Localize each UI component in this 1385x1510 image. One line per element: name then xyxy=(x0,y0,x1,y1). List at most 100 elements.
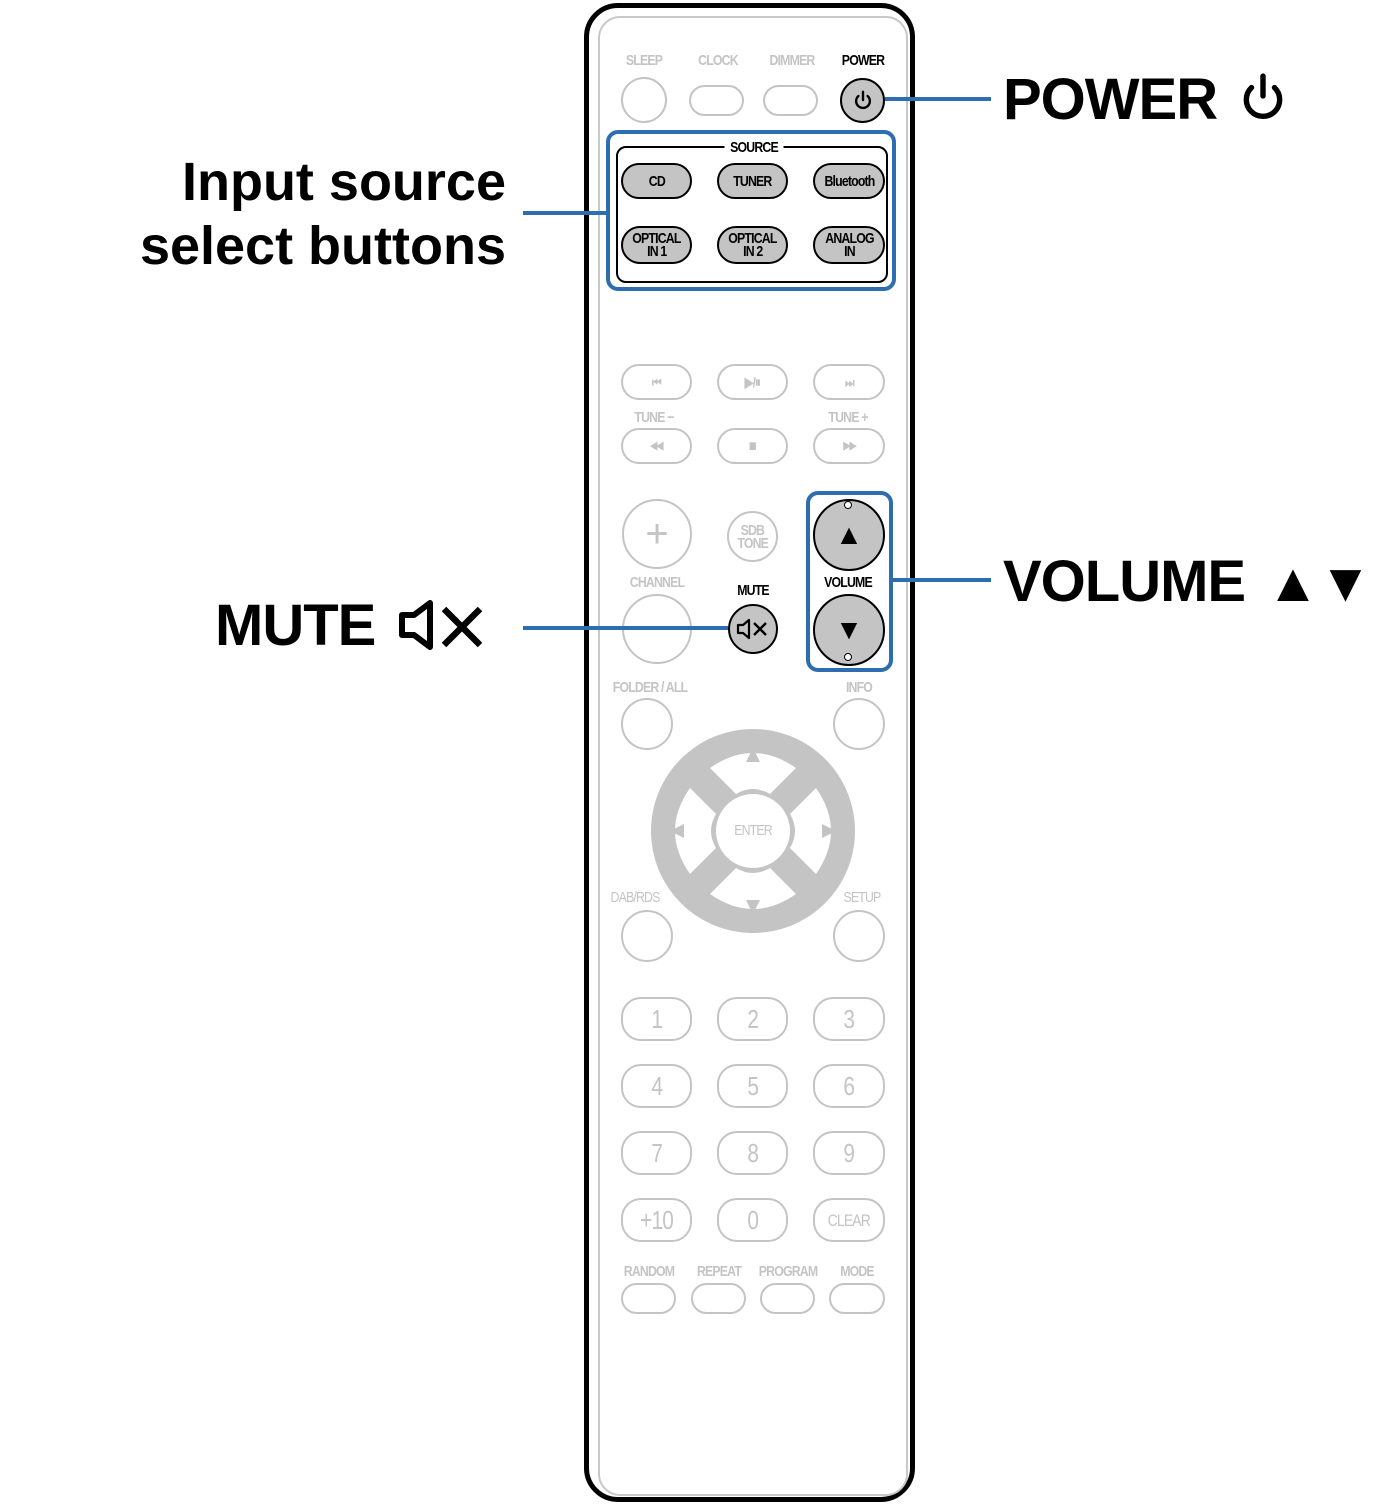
sleep-button[interactable] xyxy=(621,77,667,123)
source-highlight-box xyxy=(606,130,896,291)
mute-leader-line xyxy=(523,626,728,630)
power-label: POWER xyxy=(841,52,885,69)
dimmer-button[interactable] xyxy=(763,85,818,116)
keypad-7-label: 7 xyxy=(651,1138,663,1168)
setup-label: SETUP xyxy=(843,889,882,906)
nav-left-icon xyxy=(670,824,684,838)
keypad-5-label: 5 xyxy=(747,1071,759,1101)
input-source-callout-line1: Input source xyxy=(181,152,506,212)
dpad[interactable] xyxy=(650,728,856,934)
random-label: RANDOM xyxy=(623,1263,675,1280)
mode-button[interactable] xyxy=(829,1283,885,1314)
triangle-up-icon: ▲ xyxy=(835,519,863,550)
clock-button[interactable] xyxy=(689,85,744,116)
skip-back-icon: ⏮ xyxy=(652,374,662,390)
clear-button[interactable]: CLEAR xyxy=(813,1198,885,1242)
volume-up-button[interactable]: ▲ xyxy=(813,499,885,571)
channel-label: CHANNEL xyxy=(629,574,685,591)
next-track-button[interactable]: ⏭ xyxy=(813,364,885,400)
keypad-1-label: 1 xyxy=(651,1004,663,1034)
triangle-down-icon: ▼ xyxy=(835,614,863,645)
keypad-3-label: 3 xyxy=(843,1004,856,1034)
sdb-label: SDB xyxy=(740,521,765,539)
source-tuner-label: TUNER xyxy=(733,172,772,190)
keypad-3-button[interactable]: 3 xyxy=(813,997,885,1041)
keypad-0-button[interactable]: 0 xyxy=(717,1198,788,1242)
input-source-callout-line2: select buttons xyxy=(139,216,506,276)
tune-minus-label: TUNE − xyxy=(634,409,674,426)
repeat-button[interactable] xyxy=(691,1283,746,1314)
tune-plus-label: TUNE + xyxy=(828,409,868,426)
power-leader-line xyxy=(885,97,991,101)
dpad-left-segment xyxy=(675,788,716,874)
keypad-6-label: 6 xyxy=(843,1071,856,1101)
keypad-7-button[interactable]: 7 xyxy=(621,1131,692,1175)
keypad-4-label: 4 xyxy=(651,1071,663,1101)
fast-forward-icon: ▶▶ xyxy=(842,439,856,452)
previous-track-button[interactable]: ⏮ xyxy=(621,364,692,400)
keypad-plus10-button[interactable]: +10 xyxy=(621,1198,692,1242)
input-source-leader-line xyxy=(523,211,606,215)
folder-all-label: FOLDER / ALL xyxy=(612,679,688,696)
program-button[interactable] xyxy=(760,1283,815,1314)
nav-down-icon xyxy=(746,900,760,914)
volume-leader-line xyxy=(893,578,991,582)
info-button[interactable] xyxy=(833,698,885,750)
speaker-mute-icon xyxy=(736,618,767,640)
keypad-8-label: 8 xyxy=(747,1138,759,1168)
repeat-label: REPEAT xyxy=(696,1263,742,1280)
enter-button[interactable]: ENTER xyxy=(734,822,772,839)
program-label: PROGRAM xyxy=(758,1263,818,1280)
sdb-tone-button[interactable]: SDB TONE xyxy=(727,511,778,562)
plus-icon: + xyxy=(645,512,669,556)
dpad-up-segment xyxy=(710,753,796,794)
mute-callout: MUTE xyxy=(215,592,488,660)
keypad-5-button[interactable]: 5 xyxy=(717,1064,788,1108)
stop-icon: ■ xyxy=(748,437,757,455)
analog-in-line2: IN xyxy=(843,243,855,260)
rewind-icon: ◀◀ xyxy=(650,439,663,452)
volume-up-down-icon: ▲▼ xyxy=(1266,553,1372,613)
source-header: SOURCE xyxy=(724,139,784,156)
fast-forward-button[interactable]: ▶▶ xyxy=(813,428,885,464)
dpad-right-segment xyxy=(790,788,831,874)
keypad-6-button[interactable]: 6 xyxy=(813,1064,885,1108)
clock-label: CLOCK xyxy=(698,52,738,69)
info-label: INFO xyxy=(845,679,873,696)
play-pause-button[interactable]: ▶/⏸ xyxy=(717,364,788,400)
play-pause-icon: ▶/⏸ xyxy=(744,373,761,390)
power-button[interactable] xyxy=(840,78,885,123)
source-bluetooth-button[interactable]: Bluetooth xyxy=(813,163,885,199)
sleep-label: SLEEP xyxy=(625,52,663,69)
source-optical-in1-button[interactable]: OPTICAL IN 1 xyxy=(621,226,692,264)
channel-plus-button[interactable]: + xyxy=(622,499,692,569)
source-tuner-button[interactable]: TUNER xyxy=(717,163,788,199)
stop-button[interactable]: ■ xyxy=(717,428,788,464)
keypad-4-button[interactable]: 4 xyxy=(621,1064,692,1108)
keypad-2-button[interactable]: 2 xyxy=(717,997,788,1041)
keypad-1-button[interactable]: 1 xyxy=(621,997,692,1041)
nav-up-icon xyxy=(746,748,760,762)
keypad-9-button[interactable]: 9 xyxy=(813,1131,885,1175)
folder-all-button[interactable] xyxy=(621,698,673,750)
volume-down-dot-icon xyxy=(844,653,852,661)
source-optical-in2-button[interactable]: OPTICAL IN 2 xyxy=(717,226,788,264)
speaker-mute-icon xyxy=(399,600,483,650)
clear-label: CLEAR xyxy=(827,1210,871,1230)
keypad-8-button[interactable]: 8 xyxy=(717,1131,788,1175)
source-analog-in-button[interactable]: ANALOG IN xyxy=(813,226,885,264)
keypad-plus10-label: +10 xyxy=(640,1205,674,1235)
source-bluetooth-label: Bluetooth xyxy=(823,172,875,190)
mute-button[interactable] xyxy=(728,604,778,654)
optical-in1-line1: OPTICAL xyxy=(632,230,681,247)
random-button[interactable] xyxy=(621,1283,676,1314)
volume-highlight-box xyxy=(806,491,893,672)
optical-in2-line2: IN 2 xyxy=(742,243,763,260)
analog-in-line1: ANALOG xyxy=(824,230,874,247)
mode-label: MODE xyxy=(840,1263,874,1280)
dab-rds-button[interactable] xyxy=(621,910,673,962)
source-cd-button[interactable]: CD xyxy=(621,163,692,199)
setup-button[interactable] xyxy=(833,910,885,962)
skip-forward-icon: ⏭ xyxy=(844,374,855,390)
rewind-button[interactable]: ◀◀ xyxy=(621,428,692,464)
